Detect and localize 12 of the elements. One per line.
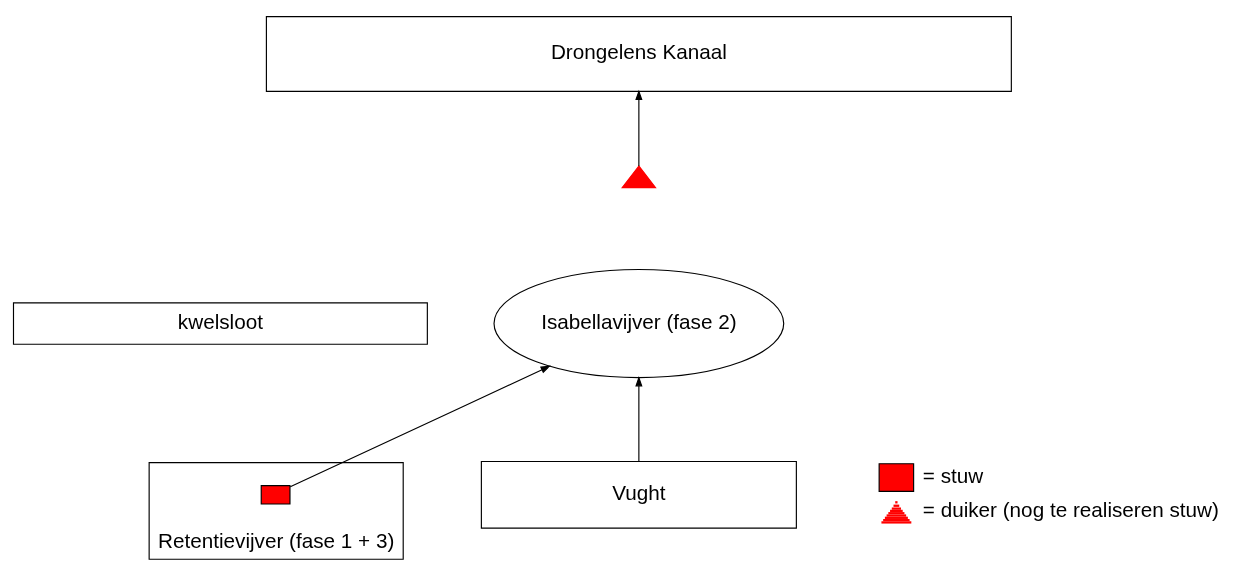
node-triangle — [621, 164, 657, 188]
arrow — [635, 89, 643, 167]
arrow — [289, 365, 551, 487]
node-box: kwelsloot — [12, 301, 428, 345]
node-box: Drongelens Kanaal — [265, 15, 1012, 92]
legend-label: = stuw — [922, 463, 984, 487]
arrow — [635, 375, 643, 462]
node-box — [260, 484, 291, 505]
cluster: Retentievijver (fase 1 + 3) — [148, 461, 404, 560]
node-ellipse: Isabellavijver (fase 2) — [493, 268, 785, 378]
legend-label: = duiker (nog te realiseren stuw) — [922, 497, 1219, 521]
node-box: Vught — [480, 460, 797, 529]
